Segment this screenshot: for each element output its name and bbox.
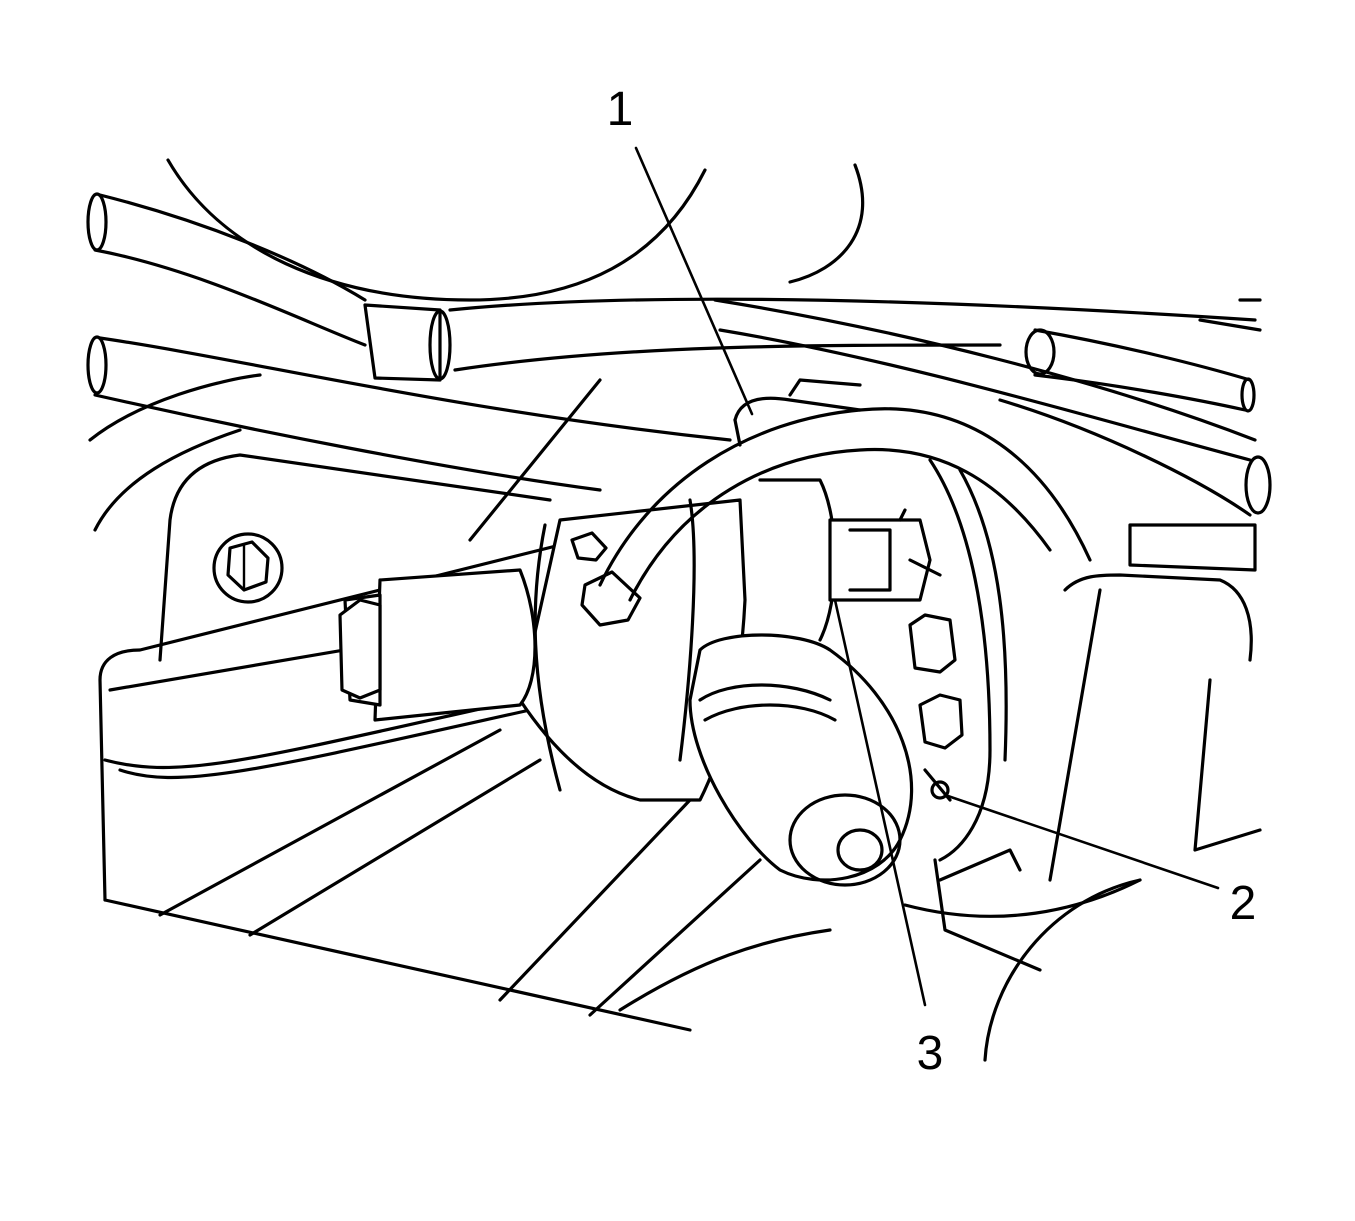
line-fitting (570, 531, 642, 627)
mounting-bolt (212, 532, 284, 604)
hose-clip (733, 378, 862, 447)
engine-plate (98, 378, 762, 1032)
upper-hose (86, 192, 1257, 382)
right-housing (933, 523, 1262, 972)
leader-lines (634, 146, 1220, 1007)
leader-1 (634, 146, 754, 416)
background-arcs (88, 158, 1262, 1062)
lower-hose (86, 335, 732, 492)
callout-2: 2 (1229, 877, 1257, 930)
callout-3: 3 (916, 1027, 944, 1080)
long-hose (713, 298, 1272, 517)
socket (338, 568, 537, 722)
leader-2 (943, 793, 1220, 890)
connector (828, 508, 942, 602)
callout-1: 1 (606, 83, 634, 136)
leader-3 (833, 598, 927, 1007)
fuel-filter (688, 633, 914, 887)
